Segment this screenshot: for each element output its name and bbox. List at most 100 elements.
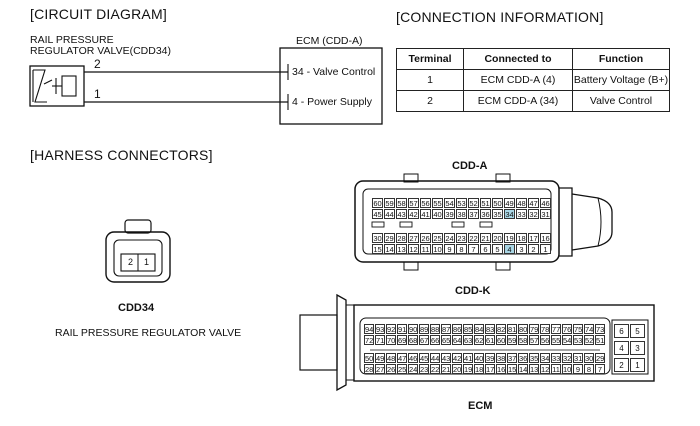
cdd-a-connector-shell [354, 173, 613, 271]
connector-pin: 24 [408, 364, 418, 374]
cdd34-pin: 2 [127, 257, 133, 267]
connector-pin: 34 [540, 353, 550, 363]
connector-pin: 94 [364, 324, 374, 334]
ecm-label: ECM (CDD-A) [296, 35, 363, 47]
connector-pin: 27 [375, 364, 385, 374]
connector-pin: 63 [463, 335, 473, 345]
connector-pin: 36 [518, 353, 528, 363]
connector-pin: 15 [372, 244, 383, 254]
connector-pin: 47 [528, 198, 539, 208]
connector-pin: 49 [504, 198, 515, 208]
cdd-k-connector-shell [299, 293, 655, 392]
table-cell: ECM CDD-A (4) [463, 69, 573, 91]
connector-pin: 83 [485, 324, 495, 334]
connector-pin: 13 [396, 244, 407, 254]
component-name-line2: REGULATOR VALVE(CDD34) [30, 45, 172, 57]
connector-pin: 12 [408, 244, 419, 254]
connector-pin: 24 [444, 233, 455, 243]
connector-pin: 12 [540, 364, 550, 374]
connector-pin: 37 [507, 353, 517, 363]
connector-pin: 43 [441, 353, 451, 363]
connector-pin: 87 [441, 324, 451, 334]
connector-pin: 37 [468, 209, 479, 219]
connector-pin: 20 [452, 364, 462, 374]
connector-pin: 46 [540, 198, 551, 208]
connector-pin: 52 [584, 335, 594, 345]
connector-pin: 58 [518, 335, 528, 345]
cdd34-connector [105, 219, 171, 283]
connector-pin: 39 [444, 209, 455, 219]
connector-pin: 61 [485, 335, 495, 345]
connector-pin: 40 [474, 353, 484, 363]
cdd34-label: CDD34 [118, 302, 155, 314]
connector-pin: 43 [396, 209, 407, 219]
connector-pin: 8 [456, 244, 467, 254]
connector-pin: 29 [595, 353, 605, 363]
connector-pin: 54 [562, 335, 572, 345]
connector-pin: 33 [516, 209, 527, 219]
connector-pin: 2 [528, 244, 539, 254]
connector-pin: 91 [397, 324, 407, 334]
connector-pin: 6 [480, 244, 491, 254]
connector-pin: 59 [507, 335, 517, 345]
connector-pin: 7 [595, 364, 605, 374]
connector-pin: 19 [504, 233, 515, 243]
connector-pin: 56 [540, 335, 550, 345]
connector-pin: 90 [408, 324, 418, 334]
connector-pin: 23 [456, 233, 467, 243]
table-cell: 1 [396, 69, 464, 91]
connector-pin: 14 [518, 364, 528, 374]
connector-pin: 40 [432, 209, 443, 219]
connector-pin: 18 [474, 364, 484, 374]
connector-pin: 28 [396, 233, 407, 243]
connector-pin: 5 [492, 244, 503, 254]
cdd34-description: RAIL PRESSURE REGULATOR VALVE [55, 327, 242, 339]
connector-pin: 42 [408, 209, 419, 219]
connector-pin: 30 [584, 353, 594, 363]
connector-pin: 7 [468, 244, 479, 254]
table-cell: 2 [396, 90, 464, 112]
connector-pin: 62 [474, 335, 484, 345]
connector-pin: 60 [372, 198, 383, 208]
connector-pin: 45 [419, 353, 429, 363]
connector-pin: 5 [630, 324, 645, 338]
connector-pin: 88 [430, 324, 440, 334]
connector-pin: 22 [468, 233, 479, 243]
connector-pin: 92 [386, 324, 396, 334]
connector-pin: 52 [468, 198, 479, 208]
connector-pin: 68 [408, 335, 418, 345]
connector-pin: 55 [551, 335, 561, 345]
table-row: 2 ECM CDD-A (34) Valve Control [396, 90, 670, 112]
ecm-connector-label: ECM [468, 400, 493, 412]
connector-pin: 4 [504, 244, 515, 254]
table-cell: ECM CDD-A (34) [463, 90, 573, 112]
connector-pin: 20 [492, 233, 503, 243]
connector-pin: 55 [432, 198, 443, 208]
connection-table: Terminal Connected to Function 1 ECM CDD… [396, 48, 670, 112]
connector-pin: 35 [529, 353, 539, 363]
connector-pin: 50 [364, 353, 374, 363]
header-connected-to: Connected to [463, 48, 573, 70]
connector-pin: 81 [507, 324, 517, 334]
connector-pin: 22 [430, 364, 440, 374]
connector-pin: 93 [375, 324, 385, 334]
connection-table-header: Terminal Connected to Function [396, 48, 670, 70]
connector-pin: 2 [614, 358, 629, 372]
connector-pin: 21 [441, 364, 451, 374]
connector-pin: 85 [463, 324, 473, 334]
connector-pin: 35 [492, 209, 503, 219]
connector-pin: 30 [372, 233, 383, 243]
cdd-k-label: CDD-K [455, 285, 491, 297]
table-cell: Battery Voltage (B+) [572, 69, 670, 91]
connector-pin: 64 [452, 335, 462, 345]
connector-pin: 15 [507, 364, 517, 374]
circuit-diagram-title: [CIRCUIT DIAGRAM] [30, 6, 167, 22]
connector-pin: 70 [386, 335, 396, 345]
connector-pin: 3 [630, 341, 645, 355]
connector-pin: 53 [573, 335, 583, 345]
cdd-a-label: CDD-A [452, 160, 488, 172]
connector-pin: 38 [496, 353, 506, 363]
connector-pin: 36 [480, 209, 491, 219]
cdd34-pin: 1 [143, 257, 149, 267]
